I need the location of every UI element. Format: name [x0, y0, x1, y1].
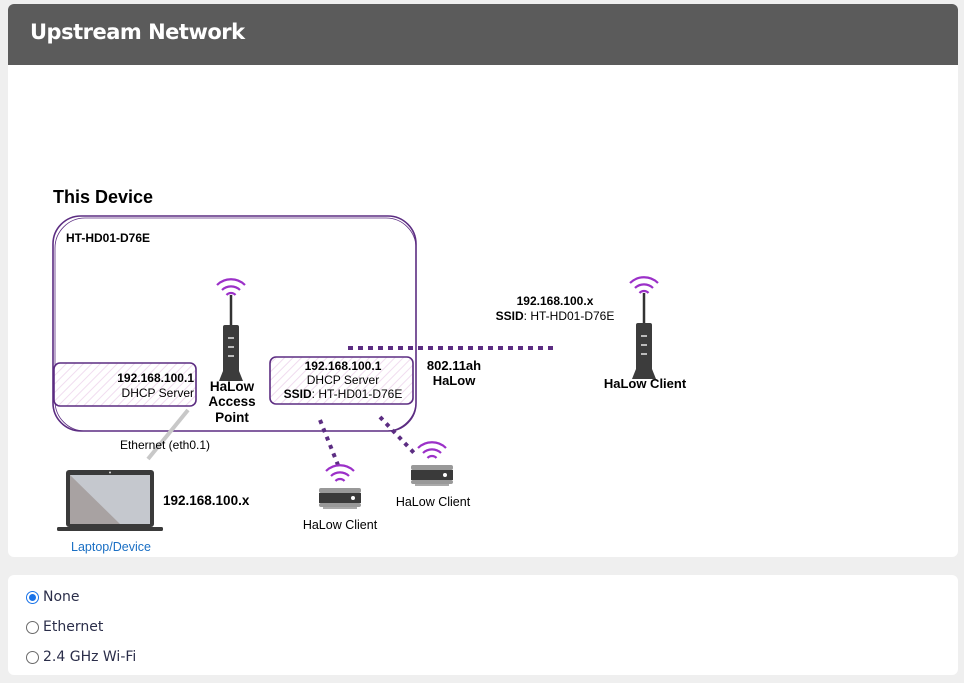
ap-label-line3: Point — [215, 410, 249, 425]
link-label-line2: HaLow — [433, 373, 477, 388]
this-device-title: This Device — [53, 187, 153, 207]
remote-client-label: HaLow Client — [604, 376, 687, 391]
option-wifi-24-label: 2.4 GHz Wi-Fi — [43, 649, 137, 665]
radio-ethernet[interactable] — [26, 620, 39, 634]
client-right-wifi-icon — [416, 441, 448, 460]
ssid-value: : HT-HD01-D76E — [524, 309, 615, 323]
ap-label-line2: Access — [208, 394, 255, 409]
radio-wifi-24[interactable] — [26, 650, 39, 664]
ssid-value: : HT-HD01-D76E — [312, 387, 403, 401]
client-right-label: HaLow Client — [396, 495, 471, 509]
eth-dhcp-box — [53, 362, 197, 407]
ap-label-line1: HaLow — [210, 379, 255, 394]
page-header: Upstream Network — [8, 4, 958, 65]
ethernet-label: Ethernet (eth0.1) — [120, 438, 210, 452]
device-outline-sketch — [54, 217, 417, 432]
client-left-label: HaLow Client — [303, 518, 378, 532]
client-right-icon — [411, 465, 453, 486]
device-name: HT-HD01-D76E — [66, 231, 150, 245]
option-ethernet-label: Ethernet — [43, 619, 104, 635]
remote-client-icon — [630, 291, 658, 381]
client-left-icon — [319, 488, 361, 509]
access-point-icon — [217, 293, 245, 383]
client-left-wifi-icon — [324, 464, 356, 483]
remote-client-ip: 192.168.100.x — [517, 294, 594, 308]
laptop-icon — [57, 470, 163, 531]
client-left-link — [318, 419, 340, 466]
eth-dhcp-role: DHCP Server — [122, 386, 194, 400]
halow-dhcp-ssid: SSID: HT-HD01-D76E — [284, 387, 403, 401]
remote-client-wifi-icon — [628, 276, 660, 295]
radio-none[interactable] — [26, 590, 39, 604]
laptop-label: Laptop/Device — [71, 540, 151, 554]
client-right-link — [378, 415, 418, 457]
halow-dhcp-box — [269, 356, 414, 405]
option-wifi-24[interactable]: 2.4 GHz Wi-Fi — [26, 646, 136, 668]
ssid-key: SSID — [496, 309, 524, 323]
halow-dhcp-role: DHCP Server — [307, 373, 379, 387]
halow-dhcp-ip: 192.168.100.1 — [305, 359, 382, 373]
option-ethernet[interactable]: Ethernet — [26, 616, 103, 638]
link-label-line1: 802.11ah — [427, 358, 481, 373]
laptop-ip: 192.168.100.x — [163, 493, 250, 508]
eth-dhcp-ip: 192.168.100.1 — [117, 371, 194, 385]
ethernet-cable — [146, 408, 190, 461]
option-none-label: None — [43, 589, 80, 605]
option-none[interactable]: None — [26, 586, 80, 608]
remote-client-ssid: SSID: HT-HD01-D76E — [496, 309, 615, 323]
page-title: Upstream Network — [30, 20, 245, 44]
access-point-wifi-icon — [215, 278, 247, 297]
network-diagram: This Device HT-HD01-D76E 192.168.100.1 D… — [8, 65, 958, 557]
ssid-key: SSID — [284, 387, 312, 401]
upstream-options: None Ethernet 2.4 GHz Wi-Fi — [8, 575, 958, 675]
